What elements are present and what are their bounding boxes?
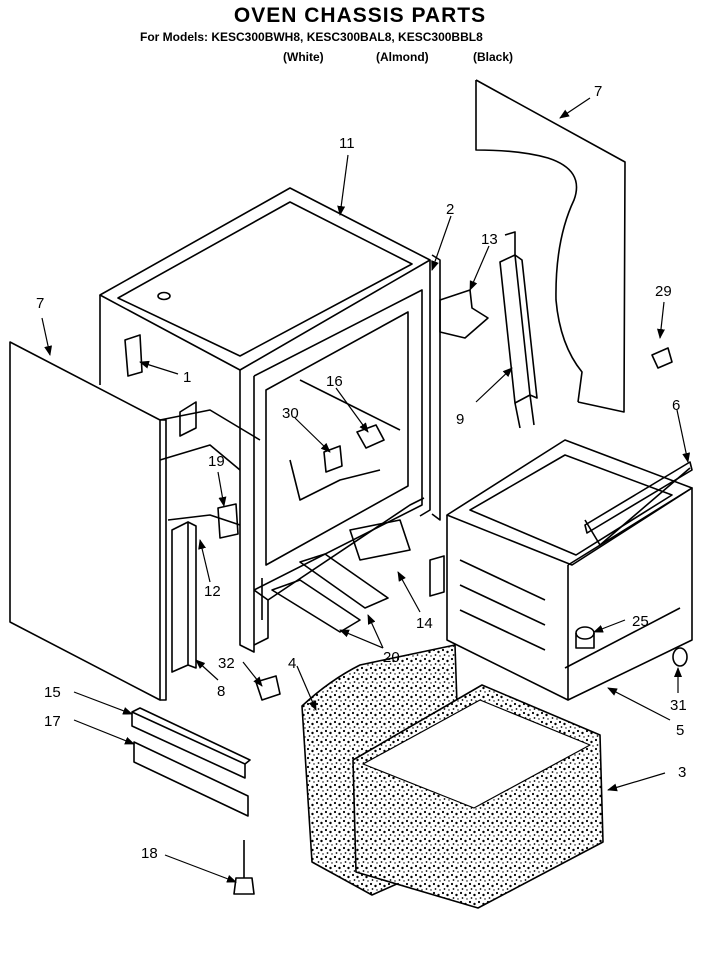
bracket-part-15 [131, 707, 251, 779]
callout-12: 12 [204, 583, 221, 600]
leader-lines [41, 97, 691, 883]
callout-17: 17 [44, 713, 61, 730]
clip-part-19 [217, 503, 239, 539]
callout-3: 3 [678, 764, 686, 781]
oven-liner-part-6 [429, 439, 693, 701]
callout-13: 13 [481, 231, 498, 248]
side-rail-part-8 [171, 521, 197, 673]
plug-part-29 [651, 347, 673, 369]
callout-9: 9 [456, 411, 464, 428]
callout-18: 18 [141, 845, 158, 862]
callout-6: 6 [672, 397, 680, 414]
side-panel-part-7 [9, 341, 167, 701]
thermostat-part-16 [356, 424, 385, 449]
callout-16: 16 [326, 373, 343, 390]
knob-part-31 [672, 647, 688, 667]
callout-1: 1 [183, 369, 191, 386]
callout-7-side-panel: 7 [36, 295, 44, 312]
callout-19: 19 [208, 453, 225, 470]
chassis-frame-part-11 [99, 187, 431, 653]
variant-white: (White) [283, 50, 324, 64]
callout-7-rear-panel: 7 [594, 83, 602, 100]
terminal-block-part-14 [349, 519, 411, 561]
variant-black: (Black) [473, 50, 514, 64]
leveling-leg-part-18 [233, 840, 255, 895]
callout-11: 11 [339, 135, 355, 152]
front-flange-part-2 [431, 254, 441, 521]
callout-15: 15 [44, 684, 61, 701]
clip-part-30 [323, 445, 343, 473]
callout-30: 30 [282, 405, 299, 422]
callout-32: 32 [218, 655, 235, 672]
vent-channel-part-9 [499, 231, 538, 429]
rear-panel-part-7 [475, 79, 626, 413]
callout-4: 4 [288, 655, 296, 672]
callout-29: 29 [655, 283, 672, 300]
callout-2: 2 [446, 201, 454, 218]
clip-part-32 [255, 675, 281, 701]
floor-rails-part-20 [271, 553, 389, 633]
callout-20: 20 [383, 649, 400, 666]
callout-31: 31 [670, 697, 687, 714]
callout-14: 14 [416, 615, 433, 632]
model-list: For Models: KESC300BWH8, KESC300BAL8, KE… [140, 30, 483, 44]
bracket-part-17 [133, 741, 249, 817]
callout-8: 8 [217, 683, 225, 700]
callout-25: 25 [632, 613, 649, 630]
callout-5: 5 [676, 722, 684, 739]
diagram-title: OVEN CHASSIS PARTS [233, 4, 487, 27]
variant-almond: (Almond) [376, 50, 429, 64]
bracket-part-13 [439, 289, 489, 339]
